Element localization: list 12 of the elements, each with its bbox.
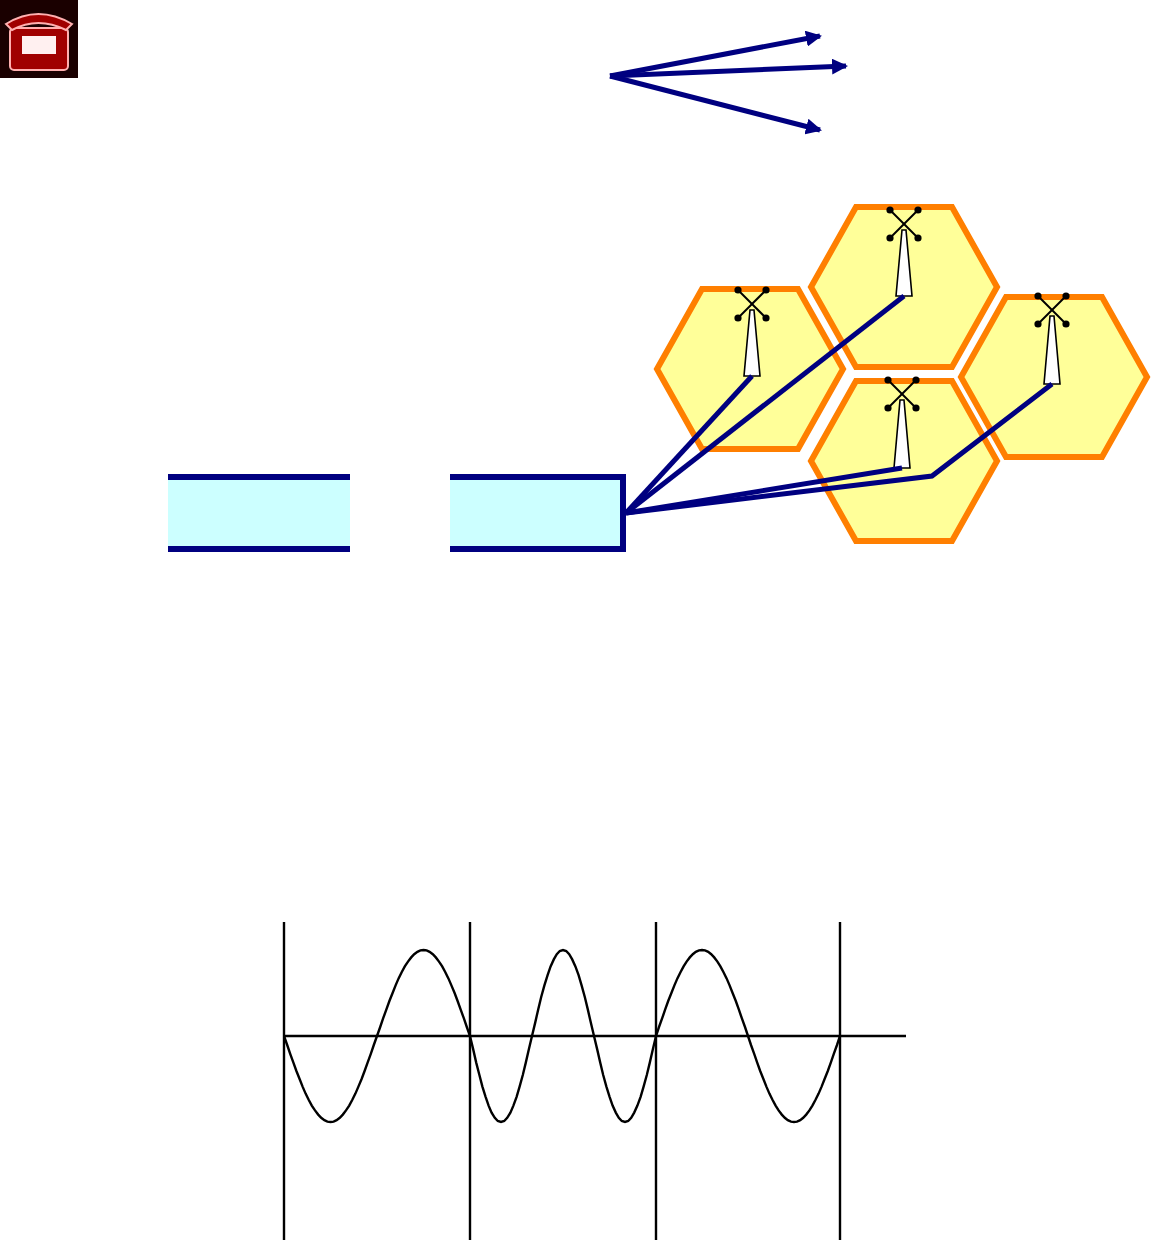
channel-box xyxy=(450,474,626,552)
antenna-tower-icon xyxy=(888,210,920,296)
antenna-tower-icon xyxy=(736,290,768,376)
hexagon-cell xyxy=(958,293,1150,459)
antenna-tower-icon xyxy=(886,380,918,468)
connector-line xyxy=(625,382,1054,516)
hexagon-cell xyxy=(808,377,1000,543)
antenna-tower-icon xyxy=(1036,296,1068,384)
connector-line xyxy=(624,374,754,515)
hexagon-cell xyxy=(808,203,1000,369)
hexagon-cell xyxy=(654,285,846,451)
channel-box xyxy=(168,474,350,552)
